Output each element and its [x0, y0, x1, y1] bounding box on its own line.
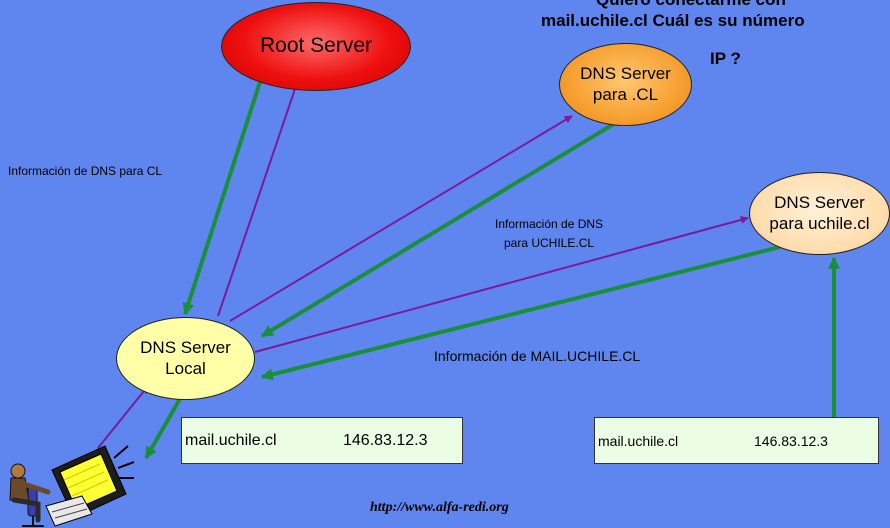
uchile-dns-record: mail.uchile.cl 146.83.12.3 [594, 417, 879, 464]
local-server-line-2: Local [165, 358, 206, 378]
info-mail-label: Información de MAIL.UCHILE.CL [434, 348, 641, 364]
uchile-server-line-1: DNS Server [774, 193, 865, 213]
question-line-1: Quiero conectarme con [596, 0, 786, 11]
info-cl-label: Información de DNS para CL [8, 164, 163, 178]
info-uchile-label: Información de DNS para UCHILE.CL [495, 215, 603, 252]
arrow-root-response [182, 81, 262, 316]
uchile-record-host: mail.uchile.cl [598, 432, 679, 449]
question-line-2: mail.uchile.cl Cuál es su número [541, 11, 805, 30]
question-line-3: IP ? [710, 49, 741, 68]
arrow-client-query [97, 385, 149, 449]
local-record-ip: 146.83.12.3 [343, 431, 428, 449]
root-server-node: Root Server [221, 2, 411, 91]
arrow-cl-response [260, 120, 619, 338]
arrow-client-response [144, 396, 183, 460]
arrow-root-query [217, 79, 300, 317]
root-server-label: Root Server [259, 34, 373, 58]
local-record-host: mail.uchile.cl [185, 431, 277, 449]
source-credit: http://www.alfa-redi.org [370, 500, 509, 515]
uchile-server-line-2: para uchile.cl [769, 213, 870, 233]
cl-server-line-1: DNS Server [580, 64, 671, 84]
local-cache-record: mail.uchile.cl 146.83.12.3 [181, 417, 463, 464]
info-uchile-line-2: para UCHILE.CL [504, 235, 595, 250]
local-server-line-1: DNS Server [140, 338, 231, 358]
cl-dns-server-node: DNS Server para .CL [559, 43, 692, 126]
info-uchile-line-1: Información de DNS [495, 217, 604, 231]
person-at-computer-icon [9, 445, 135, 527]
arrow-uchile-response [260, 245, 781, 381]
local-dns-server-node: DNS Server Local [116, 317, 255, 400]
cl-server-line-2: para .CL [592, 84, 659, 104]
arrow-uchile-query [254, 216, 749, 353]
uchile-dns-server-node: DNS Server para uchile.cl [749, 172, 890, 255]
arrow-cl-query [229, 115, 573, 322]
uchile-record-ip: 146.83.12.3 [754, 432, 828, 449]
